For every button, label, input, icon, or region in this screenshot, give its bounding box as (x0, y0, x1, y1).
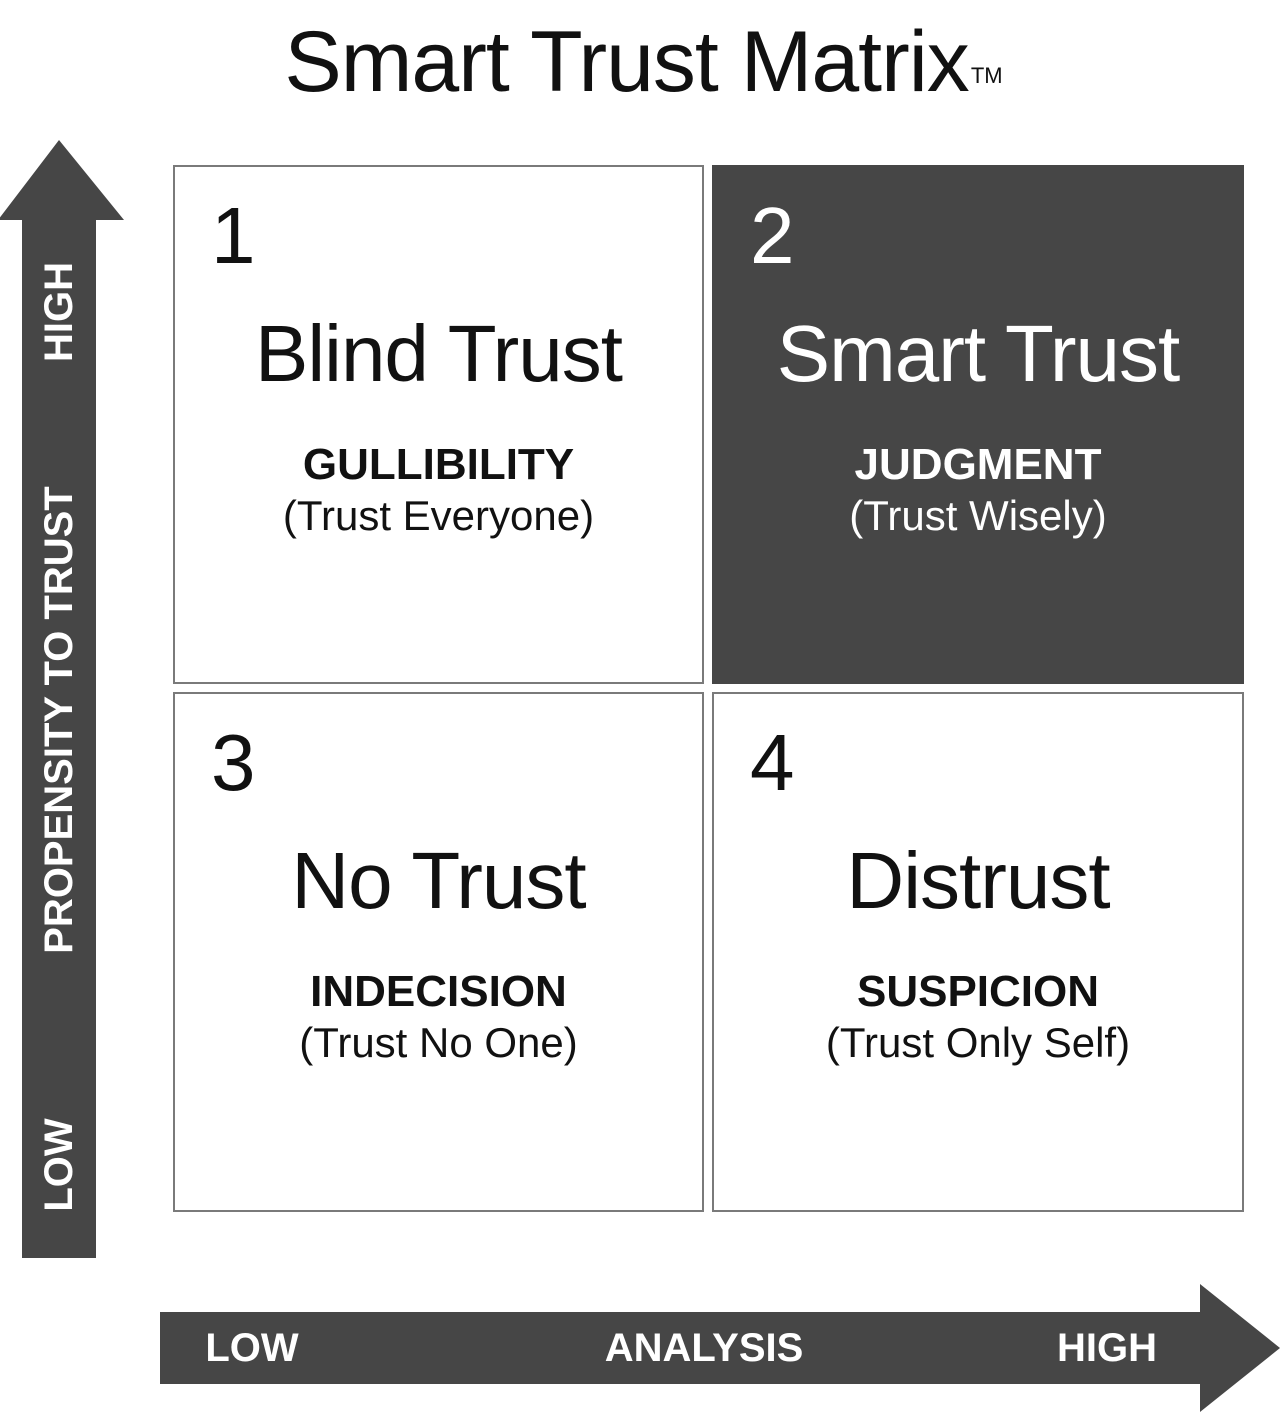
quadrant-title: Distrust (846, 836, 1110, 925)
y-axis-arrow-shape (0, 140, 124, 1258)
quadrant-title: Blind Trust (255, 309, 623, 398)
quadrant-subtitle: JUDGMENT (854, 440, 1102, 489)
y-axis-low-label: LOW (37, 1118, 81, 1212)
y-axis-high-label: HIGH (37, 262, 81, 362)
quadrant-title: No Trust (291, 836, 586, 925)
quadrant-number: 2 (750, 191, 795, 280)
quadrant-subtitle: GULLIBILITY (302, 440, 575, 489)
quadrant-distrust: 4 Distrust SUSPICION (Trust Only Self) (712, 692, 1244, 1212)
quadrant-no-trust: 3 No Trust INDECISION (Trust No One) (173, 692, 704, 1212)
x-axis-arrow-shape (160, 1284, 1280, 1412)
quadrant-number: 1 (211, 191, 256, 280)
quadrant-smart-trust: 2 Smart Trust JUDGMENT (Trust Wisely) (712, 165, 1244, 684)
quadrant-description: (Trust No One) (299, 1019, 578, 1066)
quadrant-subtitle: SUSPICION (856, 967, 1100, 1016)
quadrant-description: (Trust Only Self) (825, 1019, 1131, 1066)
diagram-title: Smart Trust MatrixTM (0, 12, 1287, 112)
quadrant-number: 4 (750, 718, 795, 807)
quadrant-description: (Trust Everyone) (282, 492, 595, 539)
quadrant-title: Smart Trust (776, 309, 1180, 398)
quadrant-blind-trust: 1 Blind Trust GULLIBILITY (Trust Everyon… (173, 165, 704, 684)
quadrant-description: (Trust Wisely) (849, 492, 1107, 539)
y-axis-title: PROPENSITY TO TRUST (37, 486, 81, 954)
quadrant-subtitle: INDECISION (310, 967, 567, 1016)
trademark-mark: TM (970, 63, 1003, 88)
x-axis-low-label: LOW (205, 1326, 299, 1370)
title-text: Smart Trust Matrix (284, 14, 969, 110)
quadrant-number: 3 (211, 718, 256, 807)
x-axis-high-label: HIGH (1057, 1326, 1157, 1370)
x-axis-title: ANALYSIS (604, 1326, 804, 1370)
